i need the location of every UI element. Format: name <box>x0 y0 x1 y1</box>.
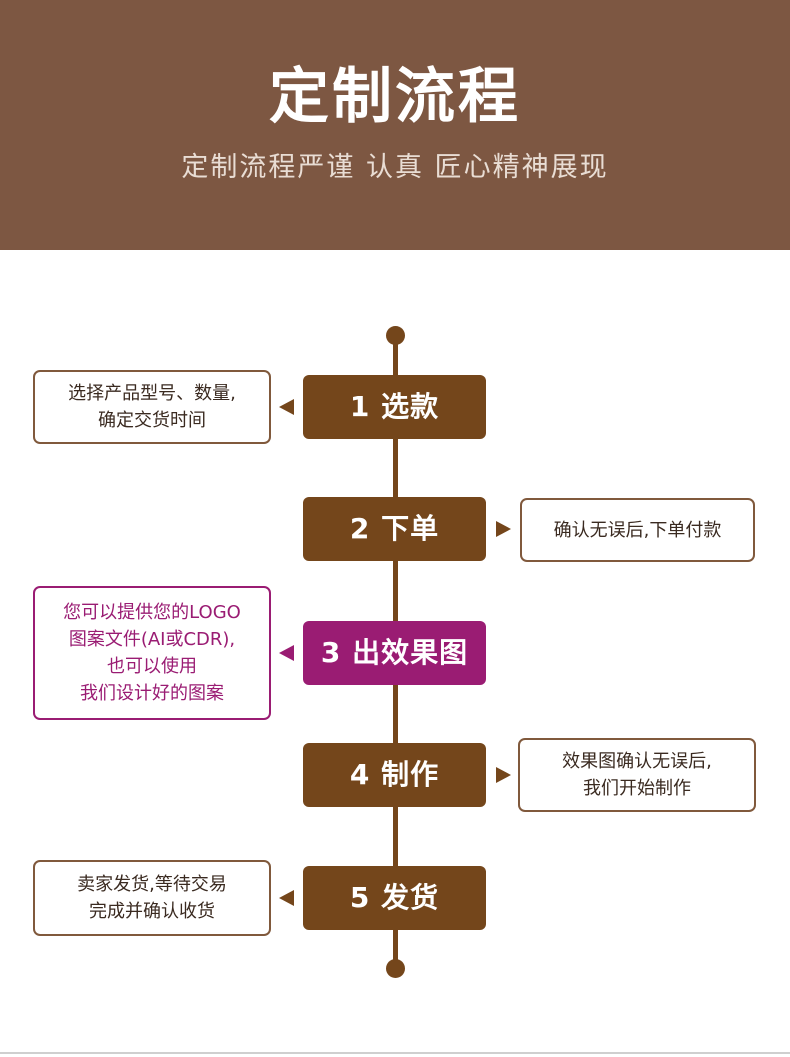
note-step-4: 效果图确认无误后, 我们开始制作 <box>518 738 756 812</box>
timeline-start-dot <box>386 326 405 345</box>
arrow-right-icon <box>496 521 511 537</box>
note-line: 卖家发货,等待交易 <box>77 874 227 895</box>
note-line: 我们开始制作 <box>583 778 691 799</box>
note-line: 图案文件(AI或CDR), <box>68 629 236 650</box>
note-step-3: 您可以提供您的LOGO 图案文件(AI或CDR), 也可以使用 我们设计好的图案 <box>33 586 271 720</box>
arrow-right-icon <box>496 767 511 783</box>
note-line: 也可以使用 <box>107 656 197 677</box>
page-subtitle: 定制流程严谨 认真 匠心精神展现 <box>181 152 609 183</box>
arrow-left-icon <box>279 645 294 661</box>
note-line: 确定交货时间 <box>98 410 206 431</box>
note-step-2: 确认无误后,下单付款 <box>520 498 755 562</box>
note-line: 您可以提供您的LOGO <box>63 602 241 623</box>
step-5-box: 5 发货 <box>303 866 486 930</box>
step-2-box: 2 下单 <box>303 497 486 561</box>
step-4-box: 4 制作 <box>303 743 486 807</box>
note-line: 我们设计好的图案 <box>80 683 224 704</box>
bottom-divider <box>0 1052 790 1054</box>
note-line: 效果图确认无误后, <box>562 751 712 772</box>
page-title: 定制流程 <box>269 62 521 132</box>
note-line: 完成并确认收货 <box>89 901 215 922</box>
timeline-end-dot <box>386 959 405 978</box>
arrow-left-icon <box>279 890 294 906</box>
note-line: 选择产品型号、数量, <box>68 383 236 404</box>
arrow-left-icon <box>279 399 294 415</box>
header-banner: 定制流程 定制流程严谨 认真 匠心精神展现 <box>0 0 790 250</box>
step-3-box: 3 出效果图 <box>303 621 486 685</box>
step-1-box: 1 选款 <box>303 375 486 439</box>
note-step-1: 选择产品型号、数量, 确定交货时间 <box>33 370 271 444</box>
note-step-5: 卖家发货,等待交易 完成并确认收货 <box>33 860 271 936</box>
note-line: 确认无误后,下单付款 <box>553 519 722 541</box>
